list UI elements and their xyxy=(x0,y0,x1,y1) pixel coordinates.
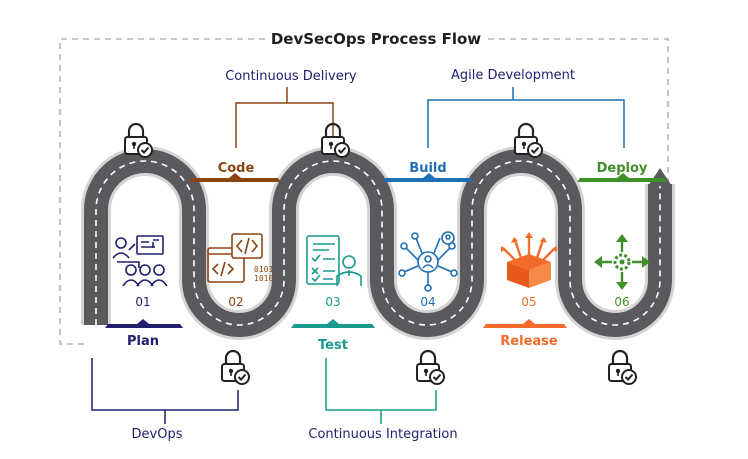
stage-label-code: Code xyxy=(218,161,255,176)
stage-number-03: 03 xyxy=(325,295,340,309)
lock-icon xyxy=(123,122,154,159)
lock-icon xyxy=(607,349,638,386)
stage-number-05: 05 xyxy=(521,295,536,309)
svg-text:1010: 1010 xyxy=(254,274,273,283)
stage-marker-plan: Plan xyxy=(105,319,183,349)
winding-road xyxy=(81,146,675,340)
release-box-icon xyxy=(501,232,557,288)
network-user-icon xyxy=(398,231,458,292)
lock-icon xyxy=(415,349,446,386)
planning-meeting-icon xyxy=(112,235,168,287)
group-label-devops: DevOps xyxy=(132,427,183,442)
stage-label-release: Release xyxy=(500,334,558,349)
connector-agile-development xyxy=(427,87,625,148)
stage-number-01: 01 xyxy=(135,295,150,309)
connector-continuous-integration xyxy=(325,358,437,424)
stage-label-deploy: Deploy xyxy=(597,161,648,176)
stage-label-test: Test xyxy=(318,338,348,353)
connector-devops xyxy=(91,358,239,424)
lock-icon xyxy=(320,122,351,159)
lock-icon xyxy=(220,349,251,386)
deploy-arrows-icon xyxy=(594,234,650,290)
stage-number-04: 04 xyxy=(420,295,435,309)
group-label-agile-development: Agile Development xyxy=(451,68,575,83)
group-label-continuous-delivery: Continuous Delivery xyxy=(225,69,357,84)
dashed-frame xyxy=(59,38,669,345)
group-label-continuous-integration: Continuous Integration xyxy=(308,427,457,442)
stage-label-build: Build xyxy=(409,161,446,176)
stage-marker-code: Code xyxy=(189,161,281,182)
diagram-title: DevSecOps Process Flow xyxy=(271,30,481,48)
stage-marker-release: Release xyxy=(483,319,567,349)
stage-marker-test: Test xyxy=(291,319,375,353)
svg-text:0101: 0101 xyxy=(254,265,273,274)
stage-number-02: 02 xyxy=(228,295,243,309)
test-checklist-icon xyxy=(306,235,362,286)
connector-continuous-delivery xyxy=(235,87,334,148)
stage-label-plan: Plan xyxy=(127,334,159,349)
stage-marker-deploy: Deploy xyxy=(577,161,667,182)
code-window-icon: 0101 1010 xyxy=(207,233,273,283)
stage-marker-build: Build xyxy=(383,161,473,182)
lock-icon xyxy=(513,122,544,159)
stage-number-06: 06 xyxy=(614,295,629,309)
